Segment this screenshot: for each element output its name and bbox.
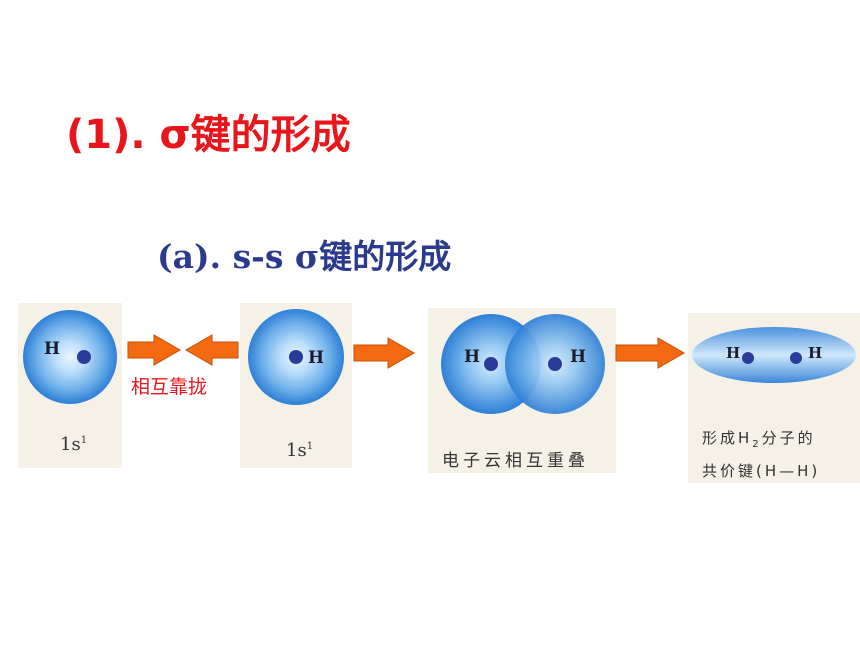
molecule-panel: H H 形成H2分子的 共价键(H—H): [688, 313, 860, 483]
orbital-1-figure: H: [23, 310, 117, 404]
slide-title: (1). σ键的形成: [66, 112, 351, 158]
arrow-to-overlap: [353, 337, 416, 369]
molecule-figure: H H: [692, 327, 856, 383]
nucleus-right: [548, 357, 562, 371]
nucleus-left: [484, 357, 498, 371]
molecule-caption: 形成H2分子的 共价键(H—H): [702, 425, 820, 484]
overlap-figure: H H: [441, 314, 605, 414]
nucleus-right: [790, 352, 802, 364]
approach-arrows: [127, 334, 239, 366]
molecule-caption-line-1: 形成H2分子的: [702, 429, 816, 450]
slide-subtitle: (a). s-s σ键的形成: [157, 237, 452, 276]
atom-label-1: H: [44, 339, 60, 359]
orbital-panel-2: H 1s1: [240, 303, 352, 468]
molecule-caption-line-2: 共价键(H—H): [702, 462, 821, 480]
nucleus-1: [77, 350, 91, 364]
atom-label-right: H: [808, 344, 822, 362]
orbital-panel-1: H 1s1: [18, 303, 122, 468]
approach-label: 相互靠拢: [131, 376, 208, 398]
atom-label-2: H: [308, 348, 324, 368]
overlap-panel: H H 电子云相互重叠: [428, 308, 616, 473]
orbital-2-figure: H: [248, 309, 344, 405]
electron-cloud-1: [23, 310, 117, 404]
atom-label-left: H: [726, 344, 740, 362]
arrow-to-molecule: [615, 337, 686, 369]
nucleus-2: [289, 350, 303, 364]
arrow-right-icon: [353, 337, 416, 369]
bonding-cloud: [692, 327, 856, 383]
overlap-caption: 电子云相互重叠: [442, 451, 589, 471]
arrow-right-icon: [127, 334, 182, 366]
arrow-left-icon: [184, 334, 239, 366]
atom-label-right: H: [570, 347, 586, 367]
orbital-2-caption: 1s1: [286, 440, 314, 461]
nucleus-left: [742, 352, 754, 364]
arrow-right-icon: [615, 337, 686, 369]
atom-label-left: H: [464, 347, 480, 367]
orbital-1-caption: 1s1: [60, 434, 88, 455]
